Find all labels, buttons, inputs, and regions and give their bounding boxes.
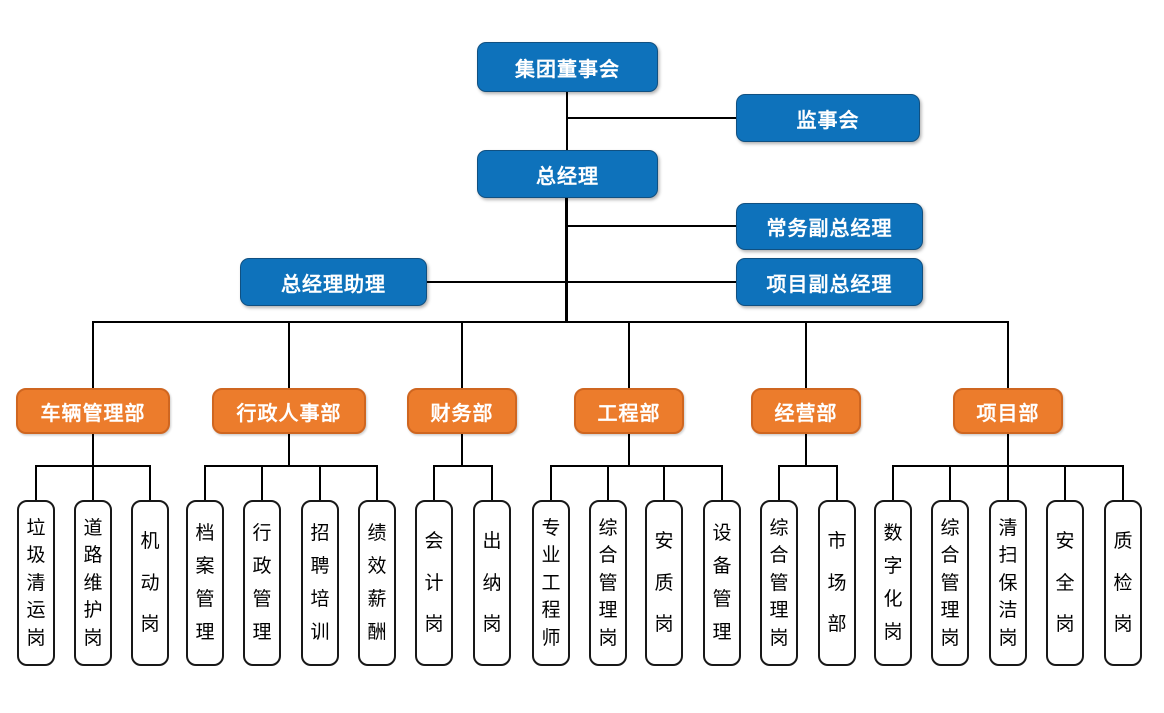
- connector-position-drop: [1007, 466, 1009, 500]
- position-box: 会计岗: [415, 500, 453, 666]
- connector-position-drop: [550, 466, 552, 500]
- dept-projects-box: 项目部: [953, 388, 1063, 434]
- connector-position-drop: [35, 466, 37, 500]
- connector-dept-drop: [92, 322, 94, 388]
- connector-dept-stub: [1007, 434, 1009, 466]
- connector-position-drop: [836, 466, 838, 500]
- connector-position-drop: [892, 466, 894, 500]
- connector-position-drop: [261, 466, 263, 500]
- connector-dept-drop: [461, 322, 463, 388]
- connector-group-rail: [433, 465, 493, 467]
- connector-position-drop: [607, 466, 609, 500]
- exec-board-box: 集团董事会: [477, 42, 658, 92]
- connector-position-drop: [319, 466, 321, 500]
- exec-gm-assistant-box: 总经理助理: [240, 258, 427, 306]
- connector-dept-stub: [461, 434, 463, 466]
- position-box: 综合管理岗: [931, 500, 969, 666]
- dept-engineering-box: 工程部: [574, 388, 684, 434]
- connector-position-drop: [1064, 466, 1066, 500]
- dept-operations-box: 经营部: [751, 388, 861, 434]
- connector-trunk-upper: [566, 92, 568, 150]
- position-box: 机动岗: [131, 500, 169, 666]
- connector-position-drop: [491, 466, 493, 500]
- dept-finance-box: 财务部: [407, 388, 517, 434]
- connector-dept-drop: [628, 322, 630, 388]
- dept-vehicle-management-box: 车辆管理部: [16, 388, 170, 434]
- connector-position-drop: [92, 466, 94, 500]
- position-box: 出纳岗: [473, 500, 511, 666]
- connector-group-rail: [550, 465, 723, 467]
- position-box: 安质岗: [645, 500, 683, 666]
- connector-position-drop: [949, 466, 951, 500]
- position-box: 清扫保洁岗: [989, 500, 1027, 666]
- position-box: 绩效薪酬: [358, 500, 396, 666]
- position-box: 综合管理岗: [760, 500, 798, 666]
- connector-group-rail: [778, 465, 838, 467]
- connector-position-drop: [1122, 466, 1124, 500]
- position-box: 质检岗: [1104, 500, 1142, 666]
- connector-supervisory-link: [567, 117, 736, 119]
- connector-position-drop: [663, 466, 665, 500]
- connector-position-drop: [778, 466, 780, 500]
- connector-dept-rail: [92, 321, 1009, 323]
- exec-project-deputy-gm-box: 项目副总经理: [736, 258, 923, 306]
- connector-position-drop: [149, 466, 151, 500]
- position-box: 市场部: [818, 500, 856, 666]
- connector-dept-stub: [288, 434, 290, 466]
- position-box: 垃圾清运岗: [17, 500, 55, 666]
- connector-dept-drop: [288, 322, 290, 388]
- connector-dept-stub: [628, 434, 630, 466]
- exec-executive-deputy-gm-box: 常务副总经理: [736, 203, 923, 250]
- connector-position-drop: [721, 466, 723, 500]
- connector-evp-link: [567, 225, 736, 227]
- connector-group-rail: [204, 465, 378, 467]
- position-box: 设备管理: [703, 500, 741, 666]
- connector-dept-drop: [805, 322, 807, 388]
- connector-dept-stub: [92, 434, 94, 466]
- position-box: 招聘培训: [301, 500, 339, 666]
- position-box: 安全岗: [1046, 500, 1084, 666]
- connector-dept-drop: [1007, 322, 1009, 388]
- dept-hr-admin-box: 行政人事部: [212, 388, 366, 434]
- connector-position-drop: [376, 466, 378, 500]
- position-box: 行政管理: [243, 500, 281, 666]
- connector-assistant-link: [427, 281, 736, 283]
- connector-position-drop: [204, 466, 206, 500]
- connector-position-drop: [433, 466, 435, 500]
- connector-trunk-lower: [565, 198, 568, 323]
- position-box: 数字化岗: [874, 500, 912, 666]
- position-box: 综合管理岗: [589, 500, 627, 666]
- position-box: 专业工程师: [532, 500, 570, 666]
- exec-supervisory-box: 监事会: [736, 94, 920, 142]
- exec-general-manager-box: 总经理: [477, 150, 658, 198]
- position-box: 档案管理: [186, 500, 224, 666]
- position-box: 道路维护岗: [74, 500, 112, 666]
- connector-dept-stub: [805, 434, 807, 466]
